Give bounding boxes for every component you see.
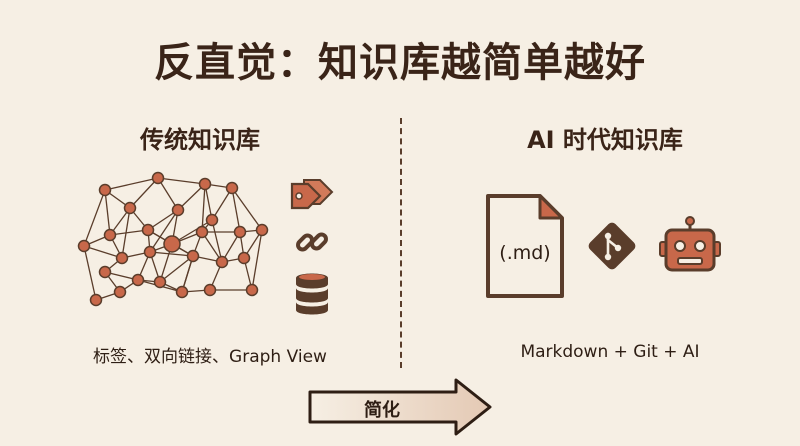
network-node (198, 177, 212, 191)
network-edge (157, 177, 179, 211)
network-node (215, 255, 229, 269)
markdown-file-icon (486, 194, 564, 298)
network-node (103, 228, 117, 242)
network-node (151, 171, 165, 185)
network-edge (251, 229, 263, 291)
network-edge (149, 209, 179, 253)
network-node (98, 183, 112, 197)
network-edge (149, 251, 194, 257)
network-node (141, 223, 155, 237)
markdown-file-label: (.md) (499, 242, 551, 264)
network-node (113, 285, 127, 299)
network-edge (201, 183, 206, 233)
network-node (89, 293, 103, 307)
ai-era-heading: AI 时代知识库 (527, 126, 683, 154)
network-node (163, 235, 181, 253)
page-title: 反直觉：知识库越简单越好 (154, 40, 646, 86)
network-node (123, 201, 137, 215)
network-node (205, 213, 219, 227)
network-edge (104, 177, 159, 191)
network-edge (104, 189, 111, 236)
network-edge (231, 187, 263, 231)
network-node (203, 283, 217, 297)
tag-icon (290, 179, 334, 210)
network-node (153, 275, 167, 289)
network-node (237, 251, 251, 265)
simplify-arrow (308, 378, 492, 436)
network-node (115, 251, 129, 265)
traditional-heading: 传统知识库 (140, 126, 260, 154)
network-node (255, 223, 269, 237)
network-edge (211, 219, 223, 263)
network-node (233, 225, 247, 239)
traditional-caption: 标签、双向链接、Graph View (93, 347, 327, 367)
network-edge (83, 245, 97, 301)
network-node (143, 245, 157, 259)
network-node (245, 283, 259, 297)
simplify-label: 简化 (364, 400, 400, 421)
network-edge (121, 207, 131, 259)
network-node (98, 265, 112, 279)
network-node (195, 225, 209, 239)
network-node (186, 249, 200, 263)
network-node (171, 203, 185, 217)
git-icon (588, 222, 636, 270)
network-edge (211, 187, 233, 221)
network-node (77, 239, 91, 253)
network-edge (157, 177, 206, 185)
database-icon (296, 273, 328, 315)
dashed-divider (400, 118, 402, 368)
network-node (131, 273, 145, 287)
network-node (225, 181, 239, 195)
network-edge (181, 255, 194, 293)
network-node (175, 285, 189, 299)
ai-era-caption: Markdown + Git + AI (520, 342, 700, 362)
network-edge (231, 187, 241, 233)
network-edge (109, 229, 149, 236)
robot-icon (659, 216, 721, 272)
link-icon (296, 232, 328, 252)
network-edge (159, 255, 194, 283)
network-edge (83, 245, 123, 259)
network-edge (129, 177, 159, 209)
network-edge (83, 189, 106, 247)
